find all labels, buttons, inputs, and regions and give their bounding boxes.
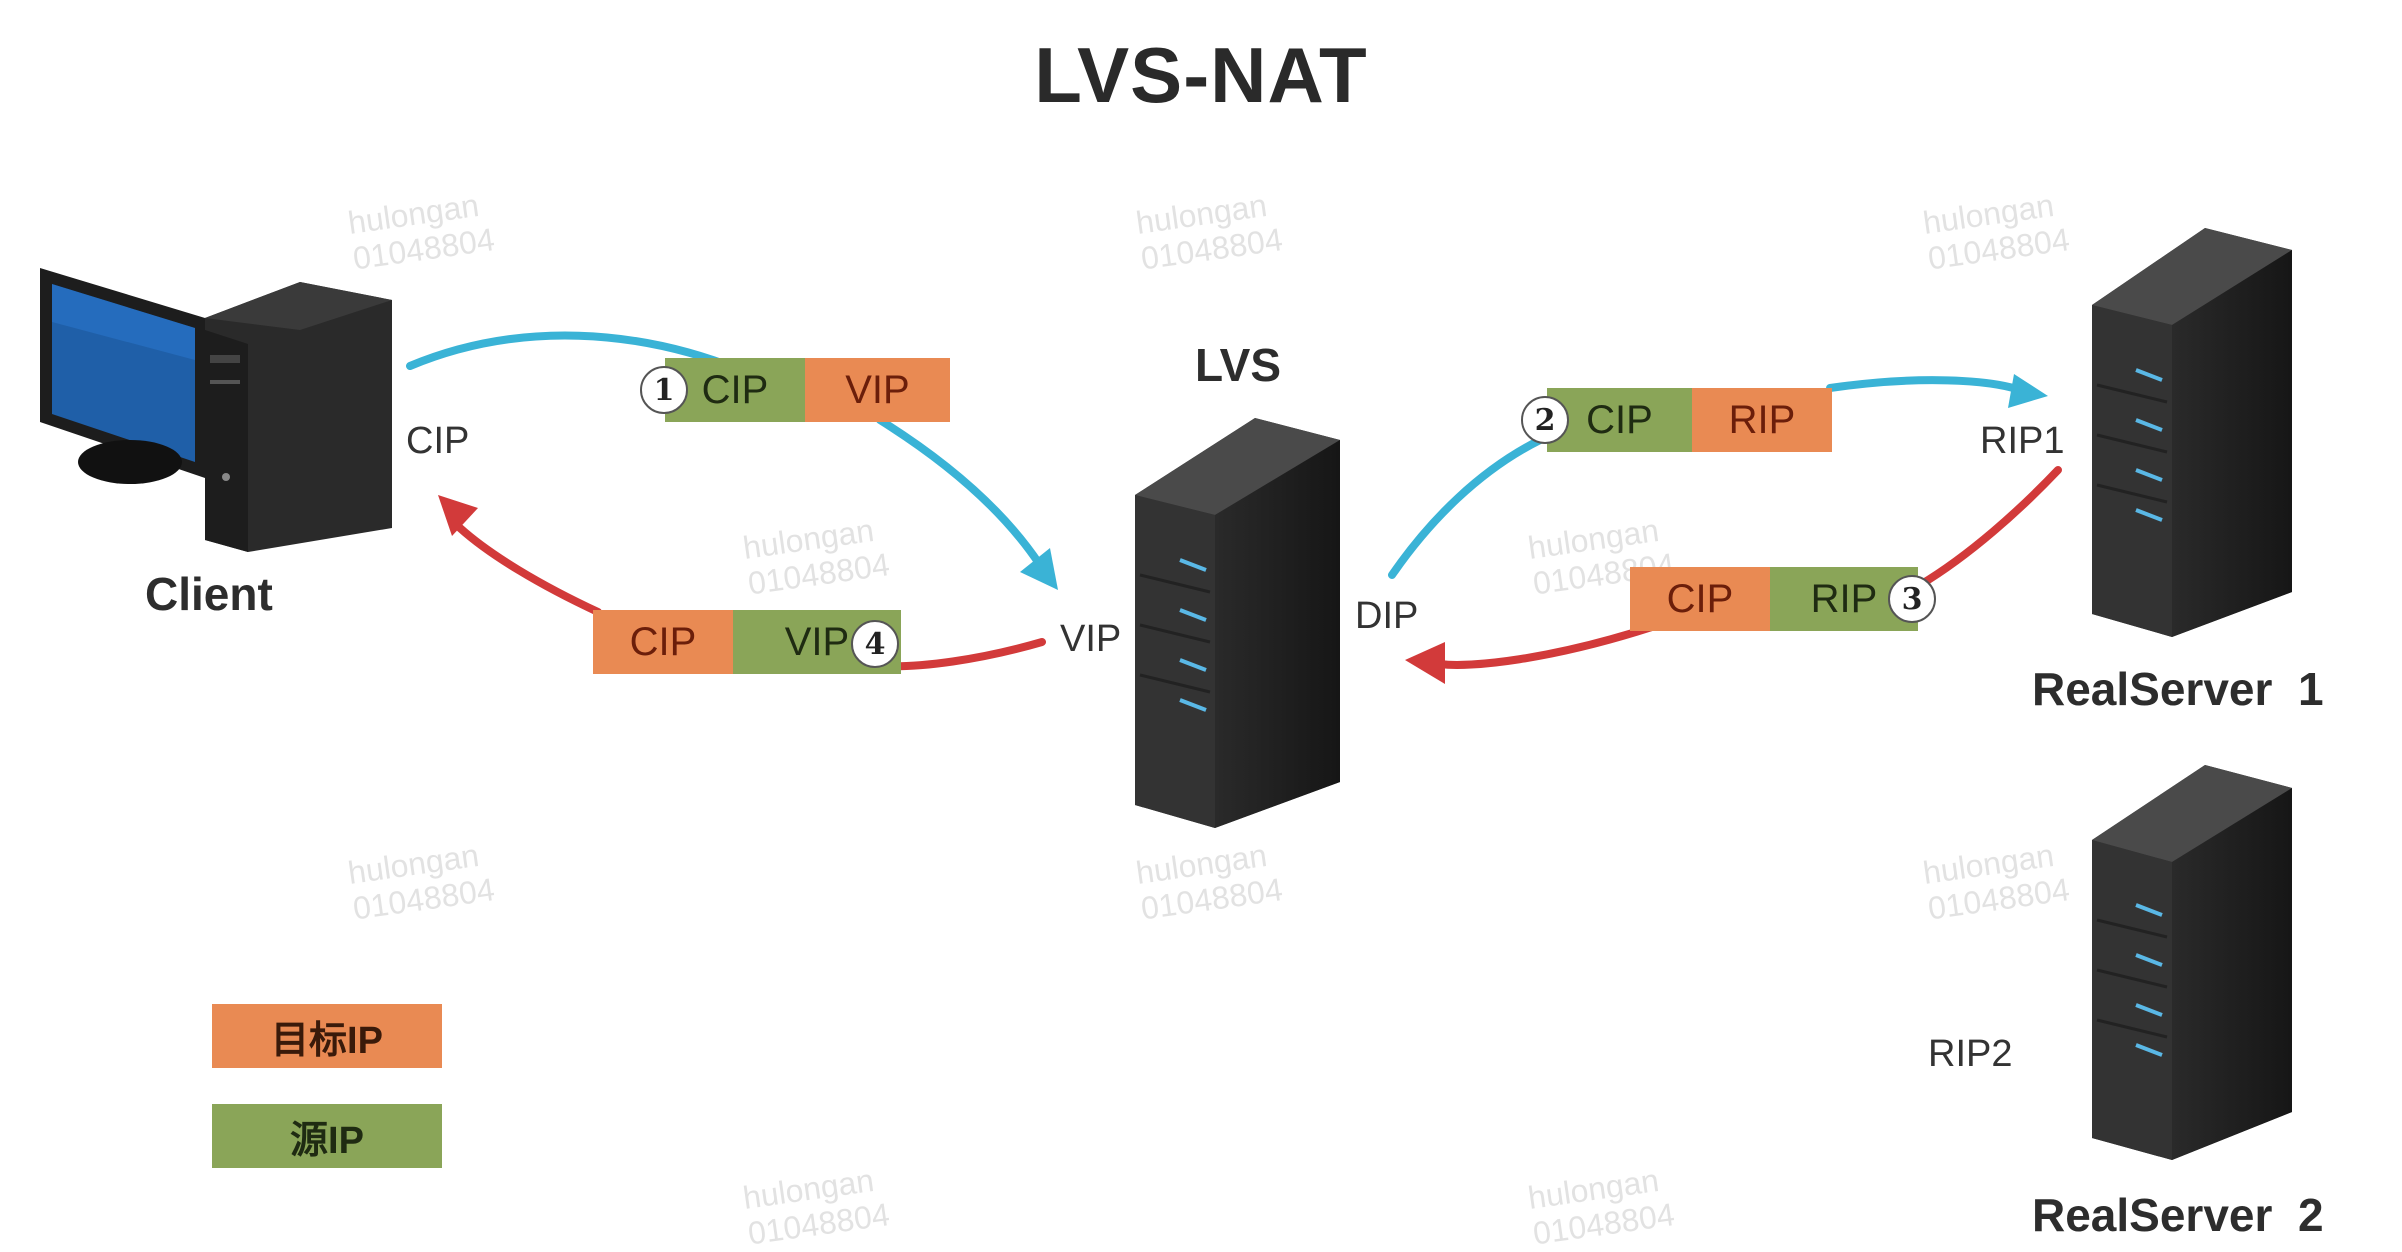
client-computer-icon (40, 268, 392, 552)
response-arrowhead-3 (1405, 642, 1445, 684)
request-arrowhead-2 (2008, 374, 2048, 408)
step-4-badge: 4 (851, 620, 899, 668)
response-arrow-lvs-to-client-tail (456, 524, 602, 616)
step-2-badge: 2 (1521, 396, 1569, 444)
packet-step-3: CIP RIP (1630, 567, 1918, 631)
request-arrow-lvs-to-rs1 (1388, 436, 1544, 579)
packet-target-ip: CIP (1630, 567, 1770, 631)
response-arrowhead-4 (438, 495, 478, 536)
realserver2-label: RealServer 2 (2032, 1189, 2324, 1241)
diagram-title: LVS-NAT (1034, 31, 1368, 119)
rip1-label: RIP1 (1980, 420, 2065, 462)
packet-source-ip: CIP (665, 358, 805, 422)
lvs-label: LVS (1195, 339, 1282, 391)
legend-source-ip: 源IP (212, 1104, 442, 1168)
response-arrow-rs1-to-lvs (1916, 466, 2062, 589)
request-arrow-lvs-to-rs1-tail (1826, 376, 2024, 394)
packet-step-2: CIP RIP (1547, 388, 1832, 452)
request-arrow-client-to-lvs (406, 331, 744, 374)
request-arrowhead-1 (1020, 548, 1058, 590)
step-3-badge: 3 (1888, 575, 1936, 623)
lvs-server-icon (1135, 418, 1340, 828)
packet-source-ip: CIP (1547, 388, 1692, 452)
packet-target-ip: RIP (1692, 388, 1832, 452)
packet-step-1: CIP VIP (665, 358, 950, 422)
legend-target-ip: 目标IP (212, 1004, 442, 1068)
response-arrow-rs1-to-lvs-tail (1436, 622, 1659, 669)
vip-label: VIP (1060, 618, 1122, 660)
dip-label: DIP (1355, 595, 1419, 637)
packet-target-ip: CIP (593, 610, 733, 674)
response-arrow-lvs-to-client (876, 638, 1046, 671)
realserver1-label: RealServer 1 (2032, 663, 2324, 715)
rip2-label: RIP2 (1928, 1033, 2013, 1075)
cip-label: CIP (406, 420, 470, 462)
step-1-badge: 1 (640, 366, 688, 414)
packet-target-ip: VIP (805, 358, 950, 422)
realserver1-icon (2092, 228, 2292, 637)
request-arrow-client-to-lvs-tail (876, 416, 1044, 569)
client-label: Client (145, 568, 273, 620)
realserver2-icon (2092, 765, 2292, 1160)
